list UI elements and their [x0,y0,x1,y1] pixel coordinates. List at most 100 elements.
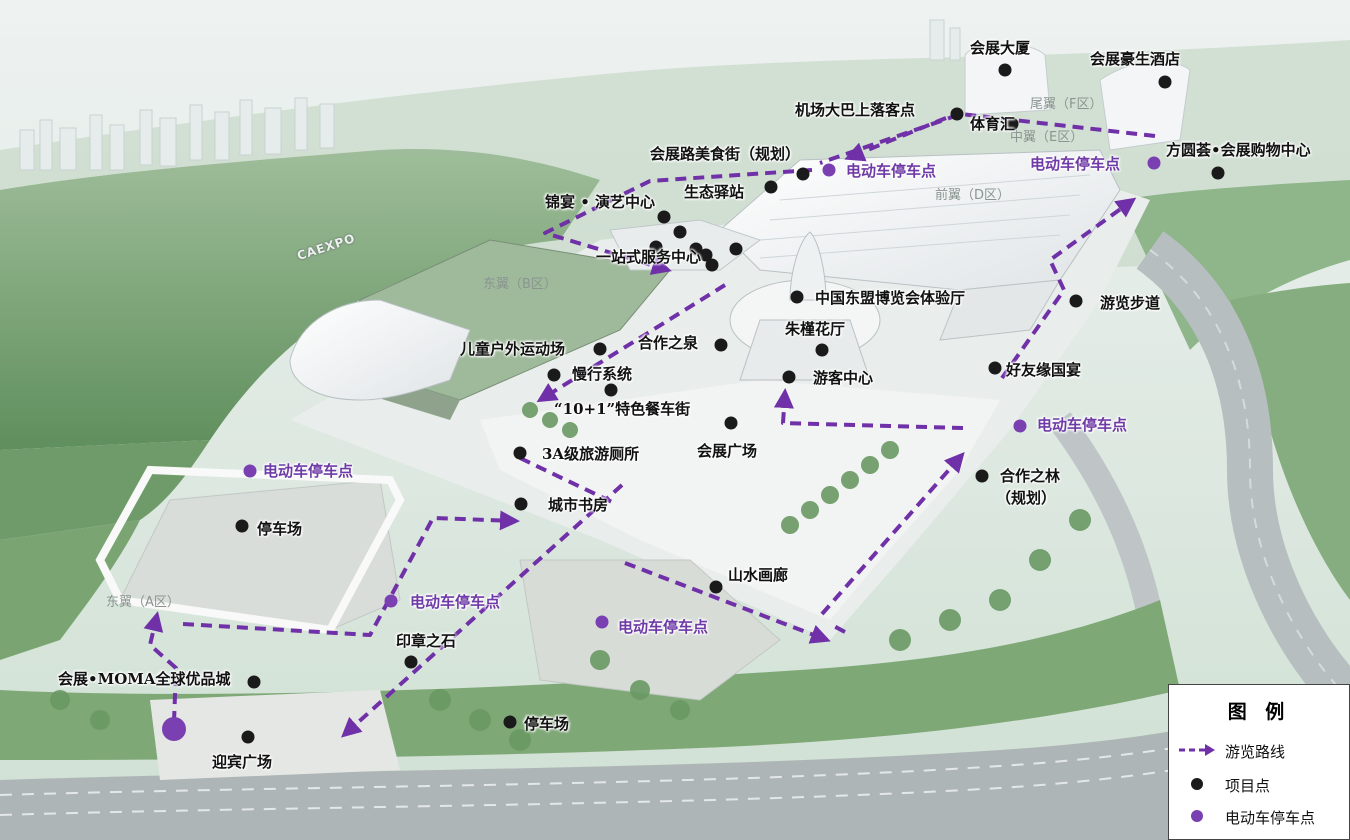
label-ev-stop-4: 电动车停车点 [263,462,354,480]
project-point-marker [790,290,804,304]
tour-route-segment [182,510,520,637]
legend-label-route: 游览路线 [1225,743,1286,761]
label-kids-playground: 儿童户外运动场 [460,340,566,358]
map-legend: 图 例 游览路线 项目点 电动车停车点 [1168,684,1350,840]
project-point-marker [649,240,663,254]
project-point-marker [1211,166,1225,180]
ev-stop-marker [822,163,836,177]
label-visitor-center: 游客中心 [813,369,874,387]
point-layer [162,63,1225,744]
label-food-truck-street: “10+1”特色餐车街 [554,400,691,418]
label-welcome-plaza: 迎宾广场 [212,753,273,771]
label-walking-trail: 游览步道 [1100,294,1161,312]
label-ev-stop-1: 电动车停车点 [846,162,937,180]
project-point-marker [513,446,527,460]
zone-label-wing-e: 中翼（E区） [1010,130,1084,145]
zone-label-wing-f: 尾翼（F区） [1030,97,1103,112]
zone-label-wing-d: 前翼（D区） [935,188,1011,203]
label-fangyuan-mall: 方圆荟•会展购物中心 [1166,141,1311,159]
project-point-marker [1158,75,1172,89]
project-point-marker [988,361,1002,375]
label-banquet-center: 锦宴 • 演艺中心 [545,193,656,211]
route-start-marker [162,717,186,741]
label-friendship-banquet: 好友缘国宴 [1006,361,1082,379]
project-point-marker [764,180,778,194]
project-point-marker [709,580,723,594]
label-caexpo-experience-hall: 中国东盟博览会体验厅 [815,289,966,307]
project-point-marker [815,343,829,357]
project-point-marker [689,242,703,256]
label-expo-plaza: 会展广场 [697,442,758,460]
project-point-marker [604,383,618,397]
project-point-marker [593,342,607,356]
project-point-marker [514,497,528,511]
label-moma-outlet: 会展•MOMA全球优品城 [58,670,231,688]
legend-label-project-point: 项目点 [1225,777,1271,795]
legend-label-ev-stop: 电动车停车点 [1225,809,1316,827]
label-cooperation-forest: 合作之林 [1000,467,1061,485]
project-point-marker [714,338,728,352]
project-point-marker [657,210,671,224]
tour-route-segment [819,112,1156,165]
label-ev-stop-2: 电动车停车点 [1030,155,1121,173]
ev-stop-marker [595,615,609,629]
project-point-marker [699,248,713,262]
ev-stop-marker [1147,156,1161,170]
tour-route-segment [536,283,727,403]
ev-stop-marker [243,464,257,478]
project-point-marker [724,416,738,430]
zone-label-east-a: 东翼（A区） [106,595,180,610]
legend-title: 图 例 [1227,701,1291,723]
tour-route-segment [829,622,846,634]
legend-item-route: 游览路线 [1169,739,1349,761]
label-sports-hub: 体育汇 [970,115,1016,133]
label-ev-stop-3: 电动车停车点 [1037,416,1128,434]
tour-route-segment [143,611,178,723]
label-city-library: 城市书房 [548,496,609,514]
tour-route-segment [773,388,964,430]
project-point-marker [503,715,517,729]
label-parking-south: 停车场 [524,715,570,733]
project-point-marker [673,225,687,239]
project-point-marker [782,370,796,384]
dashed-arrow-icon [1179,744,1215,756]
project-point-marker [1069,294,1083,308]
label-service-center: 一站式服务中心 [596,248,702,266]
label-cooperation-spring: 合作之泉 [638,334,699,352]
project-point-marker [404,655,418,669]
label-airport-bus-stop: 机场大巴上落客点 [795,101,916,119]
label-howard-johnson-hotel: 会展豪生酒店 [1090,50,1181,68]
project-point-marker [235,519,249,533]
label-parking-west: 停车场 [257,520,303,538]
label-convention-tower: 会展大厦 [970,39,1031,57]
legend-item-ev-stop: 电动车停车点 [1169,805,1349,827]
ev-stop-marker [384,594,398,608]
black-dot-icon [1191,778,1203,790]
legend-item-project-point: 项目点 [1169,773,1349,795]
zone-label-east-b: 东翼（B区） [483,277,557,292]
ev-stop-marker [1013,419,1027,433]
project-point-marker [241,730,255,744]
label-3a-restroom: 3A级旅游厕所 [542,445,640,463]
project-point-marker [975,469,989,483]
label-slow-traffic-system: 慢行系统 [572,365,633,383]
project-point-marker [547,368,561,382]
label-seal-stone: 印章之石 [396,632,457,650]
label-food-street: 会展路美食街（规划） [650,145,801,163]
purple-dot-icon [1191,810,1203,822]
project-point-marker [998,63,1012,77]
project-point-marker [705,258,719,272]
label-cooperation-forest-planned: （规划） [996,489,1057,507]
label-ev-stop-6: 电动车停车点 [618,618,709,636]
project-point-marker [796,167,810,181]
project-point-marker [729,242,743,256]
label-ev-stop-5: 电动车停车点 [410,593,501,611]
project-point-marker [1005,117,1019,131]
label-landscape-gallery: 山水画廊 [728,566,789,584]
tour-route-layer [143,112,1156,738]
project-point-marker [950,107,964,121]
label-eco-station: 生态驿站 [684,183,745,201]
tour-route-segment [624,561,831,644]
